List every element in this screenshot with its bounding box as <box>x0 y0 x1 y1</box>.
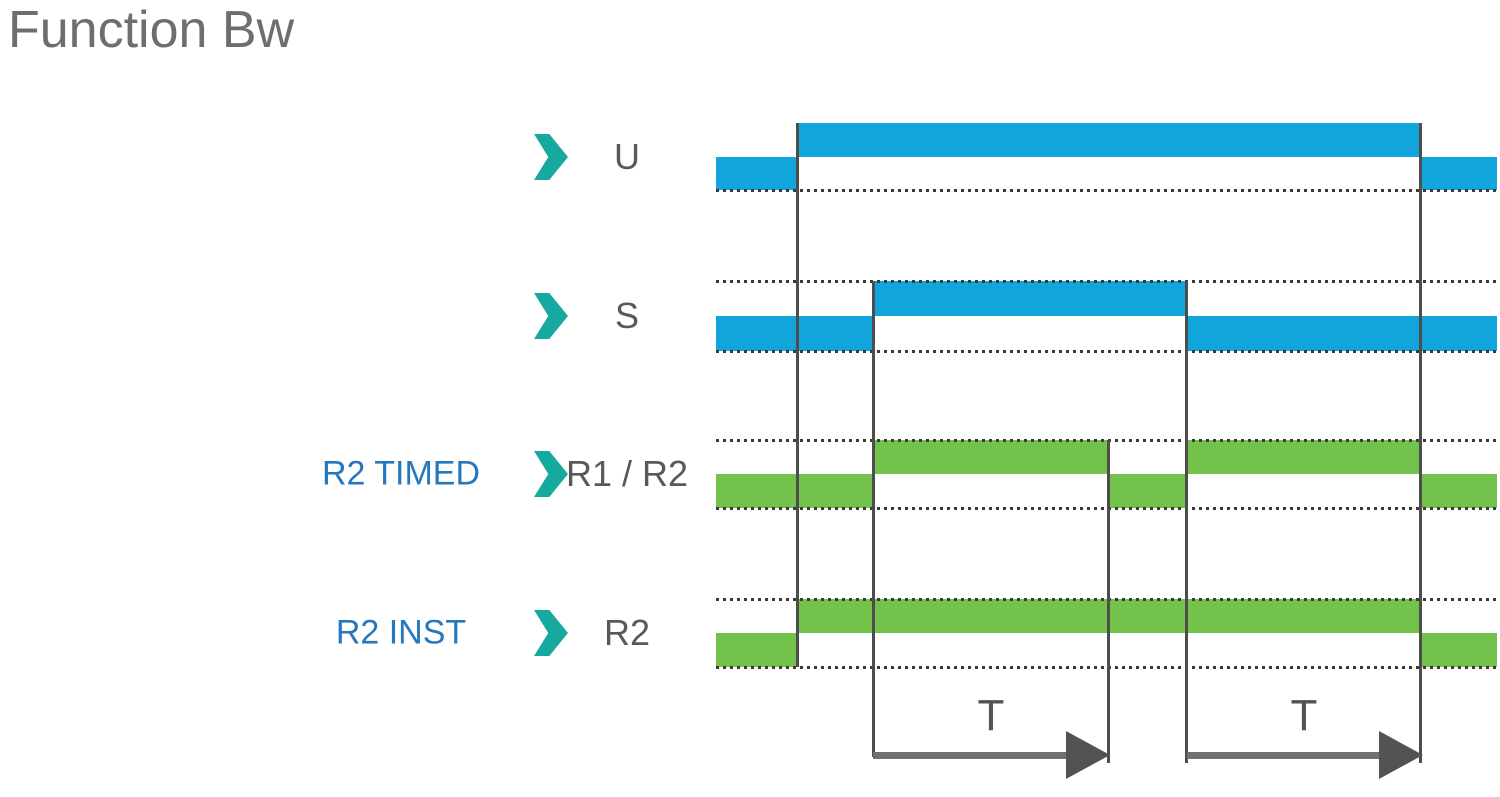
level-line-low <box>716 189 1497 192</box>
signal-label: S <box>614 295 640 336</box>
time-interval-label: T <box>1290 691 1318 740</box>
signal-label: R1 / R2 <box>565 453 689 494</box>
signal-bar-s-high <box>873 281 1186 316</box>
edge-line <box>872 281 875 757</box>
edge-line <box>1419 123 1422 763</box>
signal-bar-r1r2-high <box>873 440 1108 474</box>
signal-bar-s-low <box>716 316 873 351</box>
edge-line <box>1107 440 1110 763</box>
annotation-label: R2 TIMED <box>321 454 481 493</box>
signal-bar-u-high <box>797 123 1420 157</box>
edge-line <box>1185 281 1188 763</box>
chevron-right-icon <box>534 293 568 339</box>
level-line-low <box>716 350 1497 353</box>
annotation-label: R2 INST <box>335 613 467 652</box>
signal-label: R2 <box>603 612 651 653</box>
time-arrow-head-icon <box>1066 731 1110 779</box>
level-line-high <box>716 598 1497 601</box>
signal-bar-r2-low <box>1420 633 1497 667</box>
signal-bar-s-low <box>1186 316 1497 351</box>
signal-label: U <box>614 136 640 177</box>
signal-bar-r1r2-low <box>716 474 873 508</box>
time-arrow-head-icon <box>1379 731 1423 779</box>
signal-bar-u-low <box>716 157 797 190</box>
time-arrow-shaft <box>873 752 1078 759</box>
time-interval-label: T <box>977 691 1005 740</box>
chevron-right-icon <box>534 451 568 497</box>
signal-bar-r1r2-low <box>1420 474 1497 508</box>
signal-bar-u-low <box>1420 157 1497 190</box>
signal-bar-r1r2-low <box>1108 474 1186 508</box>
page-title: Function Bw <box>8 1 295 59</box>
chevron-right-icon <box>534 610 568 656</box>
level-line-high <box>716 280 1497 283</box>
edge-line <box>796 123 799 667</box>
level-line-low <box>716 507 1497 510</box>
signal-bar-r2-low <box>716 633 797 667</box>
time-arrow-shaft <box>1187 752 1391 759</box>
signal-bar-r1r2-high <box>1186 440 1420 474</box>
level-line-high <box>716 439 1497 442</box>
level-line-low <box>716 666 1497 669</box>
chevron-right-icon <box>534 134 568 180</box>
